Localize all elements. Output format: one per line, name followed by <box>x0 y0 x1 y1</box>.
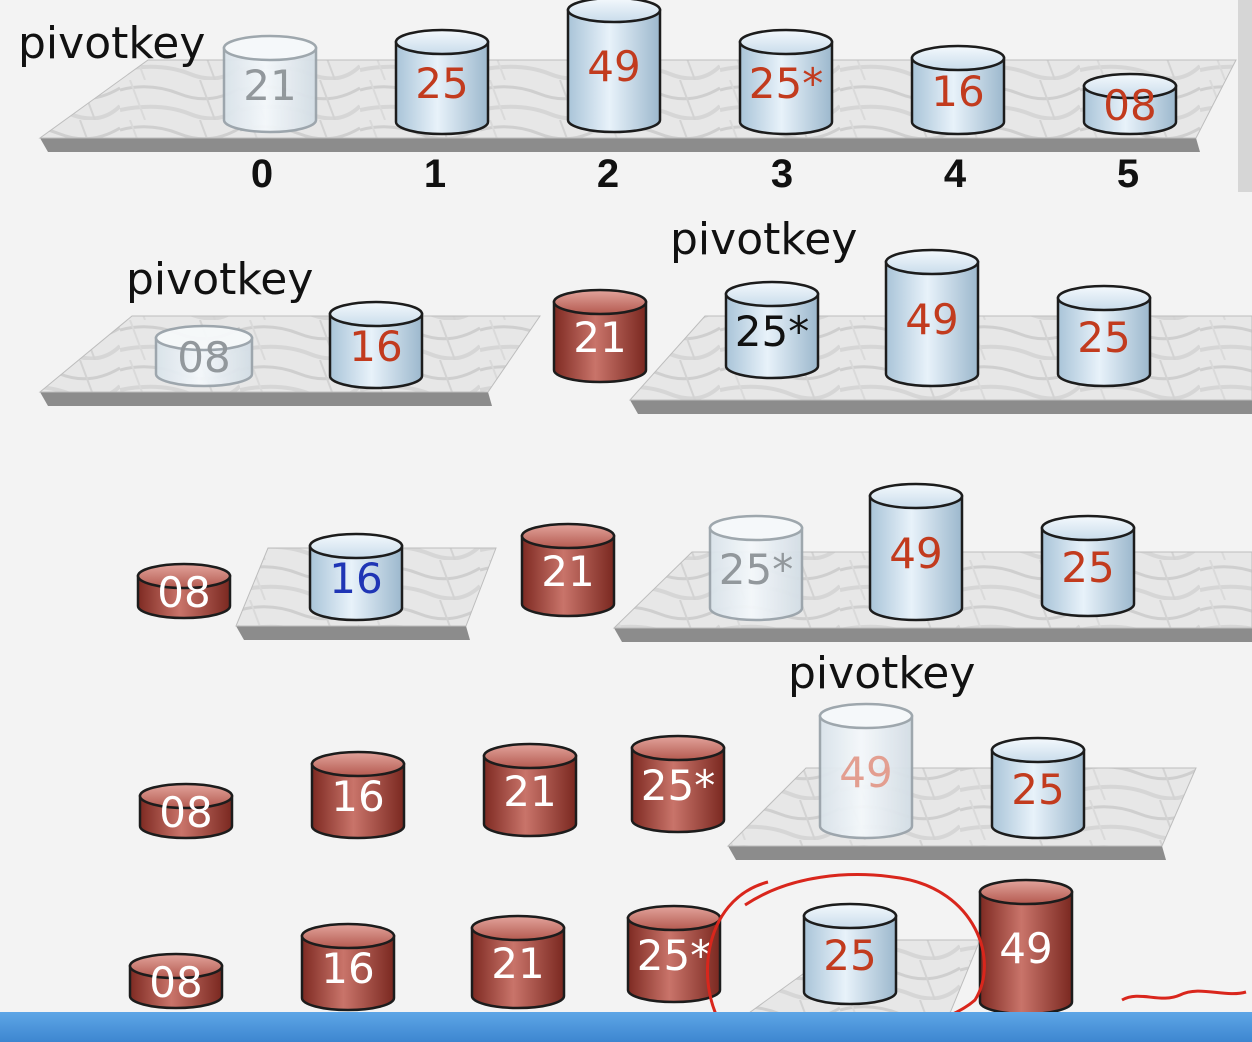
cylinder-row3-2: 21 <box>520 522 616 618</box>
cylinder-row1-3: 25* <box>738 28 834 136</box>
cylinder-value: 25 <box>1061 543 1114 592</box>
cylinder-row4-5: 25 <box>990 736 1086 840</box>
cylinder-row4-3: 25* <box>630 734 726 834</box>
cylinder-value: 21 <box>573 313 626 362</box>
cylinder-row1-1: 25 <box>394 28 490 136</box>
cylinder-value: 49 <box>889 529 942 578</box>
pivotkey-label-row4: pivotkey <box>788 648 976 699</box>
cylinder-row4-0: 08 <box>138 782 234 840</box>
cylinder-value: 25* <box>719 545 793 594</box>
cylinder-value: 25 <box>1011 765 1064 814</box>
index-label-1: 1 <box>423 152 447 196</box>
pivotkey-label-row1: pivotkey <box>18 18 206 69</box>
cylinder-row4-4: 49 <box>818 702 914 840</box>
cylinder-row5-4: 25 <box>802 902 898 1006</box>
cylinder-value: 49 <box>839 748 892 797</box>
cylinder-row4-2: 21 <box>482 742 578 838</box>
cylinder-value: 49 <box>587 42 640 91</box>
cylinder-row1-2: 49 <box>566 0 662 134</box>
cylinder-row2-0: 08 <box>154 324 254 388</box>
cylinder-value: 25 <box>415 59 468 108</box>
cylinder-row2-2: 21 <box>552 288 648 384</box>
index-label-5: 5 <box>1116 152 1140 196</box>
cylinder-value: 16 <box>931 67 984 116</box>
index-label-4: 4 <box>943 152 967 196</box>
cylinder-row2-4: 49 <box>884 248 980 388</box>
pivotkey-label-row2-right: pivotkey <box>670 214 858 265</box>
cylinder-value: 21 <box>491 939 544 988</box>
cylinder-value: 21 <box>503 767 556 816</box>
cylinder-value: 21 <box>243 61 296 110</box>
cylinder-value: 49 <box>905 295 958 344</box>
window-edge <box>1238 0 1252 192</box>
taskbar <box>0 1012 1252 1042</box>
cylinder-row2-1: 16 <box>328 300 424 390</box>
cylinder-value: 25* <box>637 931 711 980</box>
cylinder-value: 25* <box>735 307 809 356</box>
cylinder-row5-2: 21 <box>470 914 566 1010</box>
cylinder-value: 49 <box>999 924 1052 973</box>
platform-slab <box>38 315 541 406</box>
cylinder-row1-4: 16 <box>910 44 1006 136</box>
cylinder-row5-0: 08 <box>128 952 224 1010</box>
cylinder-value: 25* <box>749 59 823 108</box>
cylinder-row3-5: 25 <box>1040 514 1136 618</box>
cylinder-row5-3: 25* <box>626 904 722 1004</box>
cylinder-row4-1: 16 <box>310 750 406 840</box>
cylinder-row1-0: 21 <box>222 34 318 134</box>
cylinder-value: 16 <box>329 554 382 603</box>
pivotkey-label-row2-left: pivotkey <box>126 254 314 305</box>
index-label-0: 0 <box>250 152 274 196</box>
index-label-3: 3 <box>770 152 794 196</box>
cylinder-value: 08 <box>157 568 210 617</box>
cylinder-row3-3: 25* <box>708 514 804 622</box>
index-label-2: 2 <box>596 152 620 196</box>
cylinder-row3-4: 49 <box>868 482 964 622</box>
cylinder-row2-5: 25 <box>1056 284 1152 388</box>
cylinder-value: 16 <box>331 772 384 821</box>
cylinder-value: 08 <box>177 333 230 382</box>
cylinder-row3-0: 08 <box>136 562 232 620</box>
cylinder-row5-1: 16 <box>300 922 396 1012</box>
cylinder-row3-1: 16 <box>308 532 404 622</box>
cylinder-row1-5: 08 <box>1082 72 1178 136</box>
cylinder-value: 25 <box>823 931 876 980</box>
cylinder-value: 25 <box>1077 313 1130 362</box>
cylinder-value: 08 <box>159 788 212 837</box>
platform-slab <box>726 767 1197 860</box>
cylinder-value: 21 <box>541 547 594 596</box>
cylinder-value: 25* <box>641 761 715 810</box>
cylinder-value: 16 <box>349 322 402 371</box>
cylinder-value: 16 <box>321 944 374 993</box>
cylinder-row2-3: 25* <box>724 280 820 380</box>
cylinder-row5-5: 49 <box>978 878 1074 1016</box>
cylinder-value: 08 <box>1103 81 1156 130</box>
cylinder-value: 08 <box>149 958 202 1007</box>
annotation-stroke <box>1121 989 1247 1002</box>
